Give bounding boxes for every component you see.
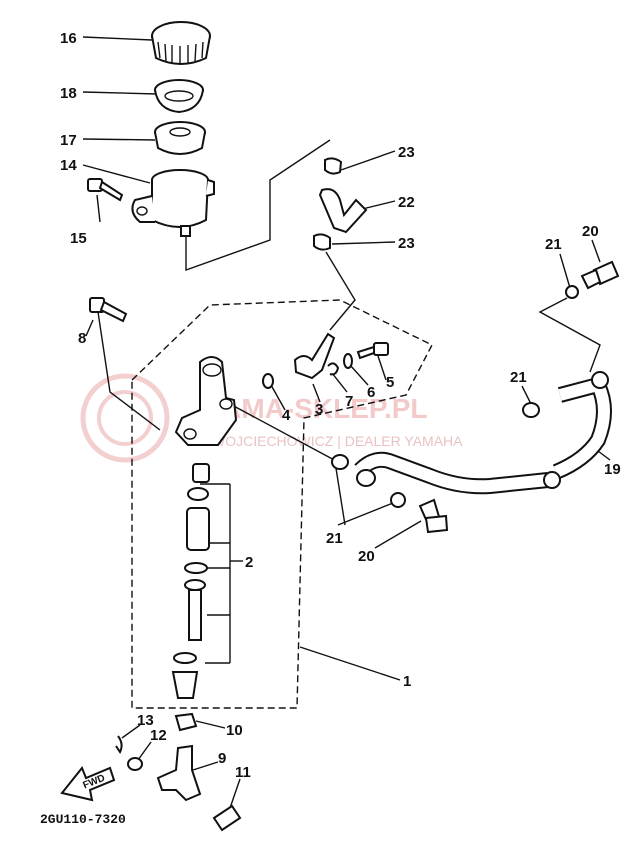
- callout-11: 11: [235, 764, 251, 781]
- callout-21-right: 21: [510, 369, 527, 386]
- callout-18: 18: [60, 85, 77, 102]
- joint-screw: [356, 342, 389, 360]
- parts: [87, 21, 620, 832]
- hose-clip-upper: [324, 157, 343, 175]
- callout-12: 12: [150, 727, 167, 744]
- reservoir-cap: [151, 21, 211, 65]
- o-ring: [262, 373, 274, 389]
- copper-washer-right: [522, 402, 540, 418]
- joint-fitting: [293, 332, 336, 380]
- watermark-logo: [80, 373, 170, 463]
- clevis-pin: [212, 804, 242, 832]
- reservoir-hose: [318, 188, 368, 234]
- callout-21-upper: 21: [545, 236, 562, 253]
- reservoir-screw: [87, 178, 124, 202]
- clevis: [156, 744, 202, 802]
- callout-2: 2: [245, 554, 253, 571]
- callout-20-lower: 20: [358, 548, 375, 565]
- forward-arrow: FWD: [60, 766, 116, 802]
- copper-washer-upper: [565, 285, 579, 299]
- callout-4: 4: [282, 407, 291, 424]
- seal-washer: [343, 353, 353, 369]
- plain-washer: [127, 757, 143, 771]
- circlip: [327, 362, 340, 376]
- callout-15: 15: [70, 230, 87, 247]
- callout-3: 3: [315, 401, 323, 418]
- callout-20-upper: 20: [582, 223, 599, 240]
- callout-1: 1: [403, 673, 411, 690]
- assembly-outline: [131, 299, 433, 709]
- copper-washer-left: [331, 454, 349, 470]
- callout-21-lower: 21: [326, 530, 343, 547]
- master-cylinder-bolt: [89, 297, 128, 323]
- piston-kit: [171, 463, 210, 699]
- diaphragm: [154, 79, 204, 114]
- callout-labels: 16 18 17 14 15 23 22 23 21 20 8 5 6 7 3 …: [60, 30, 621, 781]
- diagram-code: 2GU110-7320: [40, 812, 126, 827]
- callout-9: 9: [218, 750, 226, 767]
- callout-7: 7: [345, 393, 353, 410]
- callout-10: 10: [226, 722, 243, 739]
- hose-clip-lower: [313, 233, 331, 251]
- diaphragm-plate: [154, 121, 206, 155]
- cotter-pin: [115, 735, 123, 754]
- brake-hose: [354, 371, 612, 495]
- callout-8: 8: [78, 330, 86, 347]
- callout-13: 13: [137, 712, 154, 729]
- callout-23-upper: 23: [398, 144, 415, 161]
- callout-16: 16: [60, 30, 77, 47]
- reservoir: [131, 169, 215, 237]
- callout-6: 6: [367, 384, 375, 401]
- watermark: YAMA-SKLEP.PL WOJCIECHOWICZ | DEALER YAM…: [80, 373, 463, 463]
- callout-22: 22: [398, 194, 415, 211]
- lock-nut: [174, 712, 198, 732]
- watermark-subtitle: WOJCIECHOWICZ | DEALER YAMAHA: [212, 433, 463, 449]
- callout-23-lower: 23: [398, 235, 415, 252]
- leader-lines: [82, 36, 611, 809]
- master-cylinder-body: [174, 356, 238, 446]
- union-bolt-upper: [580, 260, 620, 290]
- callout-5: 5: [386, 374, 394, 391]
- copper-washer-lower: [390, 492, 406, 508]
- callout-17: 17: [60, 132, 77, 149]
- callout-14: 14: [60, 157, 77, 174]
- callout-19: 19: [604, 461, 621, 478]
- union-bolt-lower: [418, 498, 449, 534]
